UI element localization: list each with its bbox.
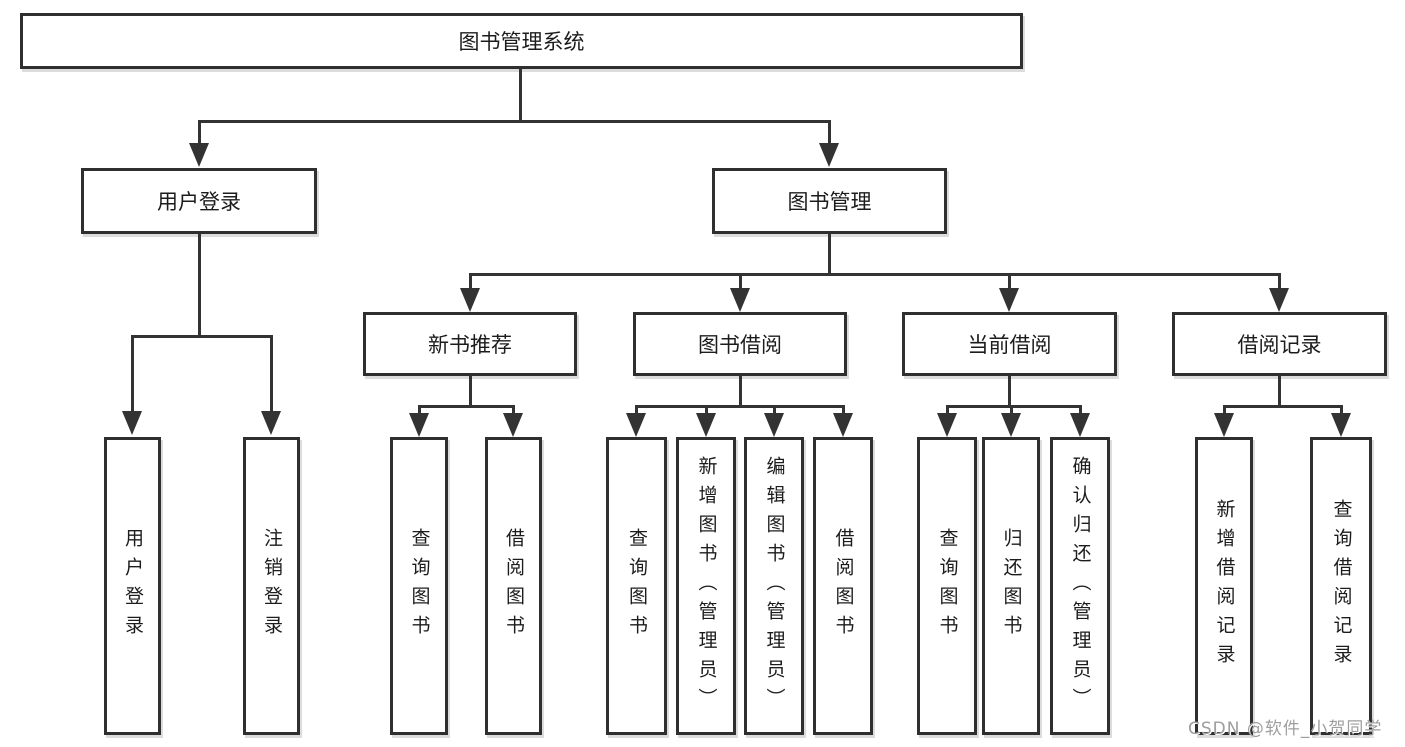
leaf-logout-login: 注销登录 — [243, 437, 300, 735]
connector-to-leaf — [512, 405, 515, 417]
node-current-borrow: 当前借阅 — [902, 312, 1117, 376]
connector-to-leaf — [418, 405, 421, 417]
arrow-down-icon — [261, 411, 281, 435]
connector-userlogin-stem — [198, 234, 201, 338]
leaf-return-book: 归还图书 — [982, 437, 1040, 735]
connector-to-leaf — [1079, 405, 1082, 417]
node-user-login: 用户登录 — [81, 168, 317, 234]
connector-bookborrow-stem — [739, 376, 742, 408]
leaf-edit-book-admin: 编辑图书（管理员） — [744, 437, 804, 735]
leaf-add-borrow-record: 新增借阅记录 — [1195, 437, 1253, 735]
connector-userlogin-branch — [131, 335, 273, 338]
leaf-query-book-recommend: 查询图书 — [390, 437, 448, 735]
arrow-down-icon — [1214, 413, 1234, 437]
connector-to-leaf — [270, 335, 273, 413]
connector-borrowrecord-stem — [1278, 376, 1281, 408]
connector-currentborrow-stem — [1008, 376, 1011, 408]
connector-bookborrow-branch — [635, 405, 844, 408]
leaf-confirm-return-admin: 确认归还（管理员） — [1050, 437, 1110, 735]
leaf-query-borrow-record: 查询借阅记录 — [1310, 437, 1372, 735]
arrow-down-icon — [409, 413, 429, 437]
arrow-down-icon — [696, 413, 716, 437]
arrow-down-icon — [764, 413, 784, 437]
leaf-add-book-admin: 新增图书（管理员） — [676, 437, 736, 735]
arrow-down-icon — [999, 288, 1019, 312]
connector-to-leaf — [635, 405, 638, 417]
node-book-borrow: 图书借阅 — [633, 312, 847, 376]
node-book-management: 图书管理 — [712, 168, 947, 234]
arrow-down-icon — [833, 413, 853, 437]
arrow-down-icon — [189, 143, 209, 167]
leaf-borrow-book: 借阅图书 — [813, 437, 873, 735]
connector-to-leaf — [1340, 405, 1343, 417]
arrow-down-icon — [460, 288, 480, 312]
connector-borrowrecord-branch — [1223, 405, 1342, 408]
connector-bookmgmt-stem — [828, 234, 831, 276]
arrow-down-icon — [1331, 413, 1351, 437]
arrow-down-icon — [730, 288, 750, 312]
connector-to-bookborrow — [739, 273, 742, 290]
connector-root-to-bookmgmt — [828, 120, 831, 147]
connector-to-leaf — [705, 405, 708, 417]
connector-to-leaf — [1010, 405, 1013, 417]
arrow-down-icon — [626, 413, 646, 437]
node-borrow-record: 借阅记录 — [1172, 312, 1387, 376]
arrow-down-icon — [819, 143, 839, 167]
arrow-down-icon — [937, 413, 957, 437]
connector-bookmgmt-branch — [469, 273, 1281, 276]
node-root: 图书管理系统 — [20, 13, 1023, 69]
arrow-down-icon — [1001, 413, 1021, 437]
connector-root-stem — [519, 69, 522, 122]
arrow-down-icon — [122, 411, 142, 435]
connector-root-branch — [198, 120, 831, 123]
connector-to-leaf — [946, 405, 949, 417]
connector-to-leaf — [131, 335, 134, 413]
arrow-down-icon — [1070, 413, 1090, 437]
connector-to-leaf — [1223, 405, 1226, 417]
connector-to-leaf — [773, 405, 776, 417]
connector-to-borrowrecord — [1278, 273, 1281, 290]
connector-currentborrow-branch — [946, 405, 1081, 408]
leaf-borrow-book-recommend: 借阅图书 — [485, 437, 542, 735]
arrow-down-icon — [1269, 288, 1289, 312]
connector-newbookrec-branch — [418, 405, 515, 408]
leaf-query-book-current: 查询图书 — [917, 437, 977, 735]
csdn-watermark: CSDN @软件_小贺同学 — [1188, 719, 1383, 739]
node-new-book-recommend: 新书推荐 — [363, 312, 577, 376]
connector-to-leaf — [842, 405, 845, 417]
connector-newbookrec-stem — [469, 376, 472, 408]
connector-to-newbookrec — [469, 273, 472, 290]
leaf-query-book-borrow: 查询图书 — [606, 437, 667, 735]
leaf-user-login: 用户登录 — [104, 437, 161, 735]
connector-root-to-userlogin — [198, 120, 201, 147]
connector-to-currentborrow — [1008, 273, 1011, 290]
arrow-down-icon — [503, 413, 523, 437]
